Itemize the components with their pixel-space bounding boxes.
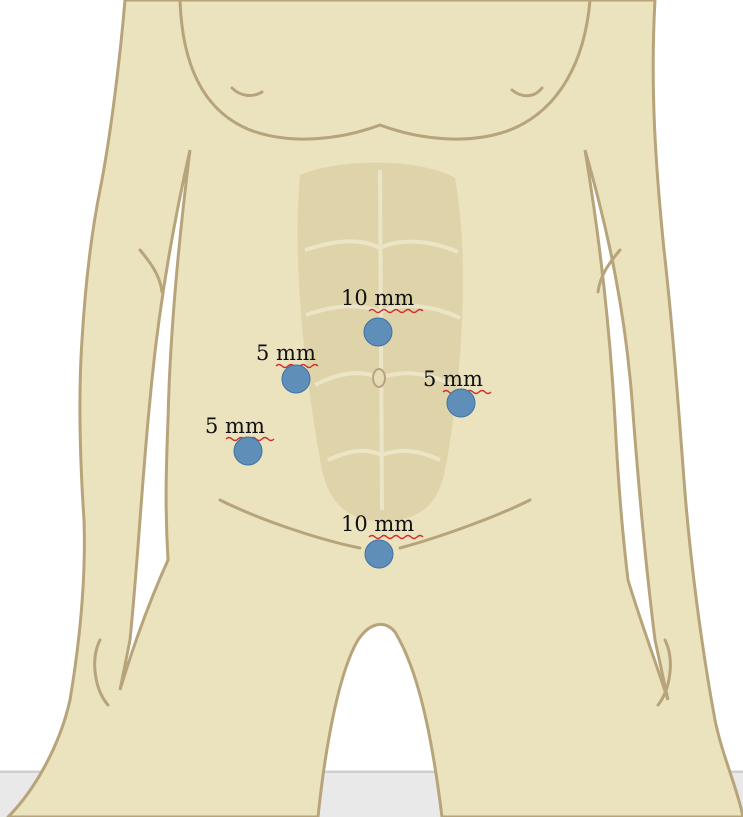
- port-upper-midline: 10 mm: [341, 286, 424, 347]
- port-right-lower: 5 mm: [205, 414, 275, 466]
- port-suprapubic: 10 mm: [341, 512, 424, 569]
- port-label: 10 mm: [341, 286, 414, 310]
- left-arm-gap: [118, 149, 192, 691]
- port-right-upper: 5 mm: [256, 341, 319, 394]
- spellcheck-underline: [368, 534, 424, 540]
- port-marker: [363, 317, 393, 347]
- navel: [372, 368, 386, 388]
- right-arm-gap: [583, 149, 670, 701]
- port-left-upper: 5 mm: [423, 367, 492, 418]
- port-marker: [364, 539, 394, 569]
- body-contours: [93, 0, 672, 707]
- port-label: 5 mm: [205, 414, 265, 438]
- port-label: 5 mm: [423, 367, 483, 391]
- port-marker: [233, 436, 263, 466]
- port-label: 5 mm: [256, 341, 316, 365]
- port-marker: [281, 364, 311, 394]
- spellcheck-underline: [368, 308, 424, 314]
- port-marker: [446, 388, 476, 418]
- port-label: 10 mm: [341, 512, 414, 536]
